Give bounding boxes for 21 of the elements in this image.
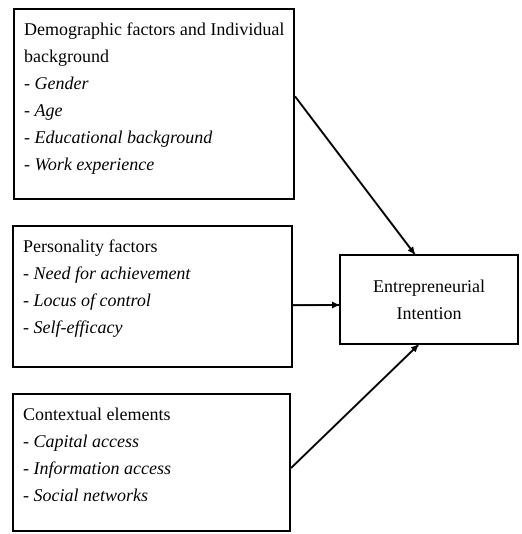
arrow bbox=[290, 344, 419, 469]
box-heading: Contextual elements bbox=[23, 403, 172, 426]
list-item: - Capital access bbox=[23, 430, 140, 453]
list-item: - Work experience bbox=[24, 153, 156, 176]
list-item: - Self-efficacy bbox=[23, 316, 124, 339]
list-item: - Need for achievement bbox=[23, 262, 192, 285]
factor-box bbox=[12, 393, 291, 532]
factor-box bbox=[12, 225, 293, 368]
arrow bbox=[293, 301, 339, 308]
list-item: - Information access bbox=[23, 457, 172, 480]
list-item: - Gender bbox=[24, 72, 90, 95]
arrow bbox=[294, 96, 416, 255]
list-item: - Social networks bbox=[23, 484, 149, 507]
list-item: - Educational background bbox=[24, 126, 214, 149]
factor-box bbox=[13, 8, 295, 200]
box-heading: Entrepreneurial Intention bbox=[372, 274, 486, 324]
list-item: - Locus of control bbox=[23, 289, 152, 312]
box-heading: Demographic factors and Individual background bbox=[24, 18, 286, 68]
outcome-box bbox=[339, 254, 519, 345]
box-heading: Personality factors bbox=[23, 235, 158, 258]
list-item: - Age bbox=[24, 99, 64, 122]
